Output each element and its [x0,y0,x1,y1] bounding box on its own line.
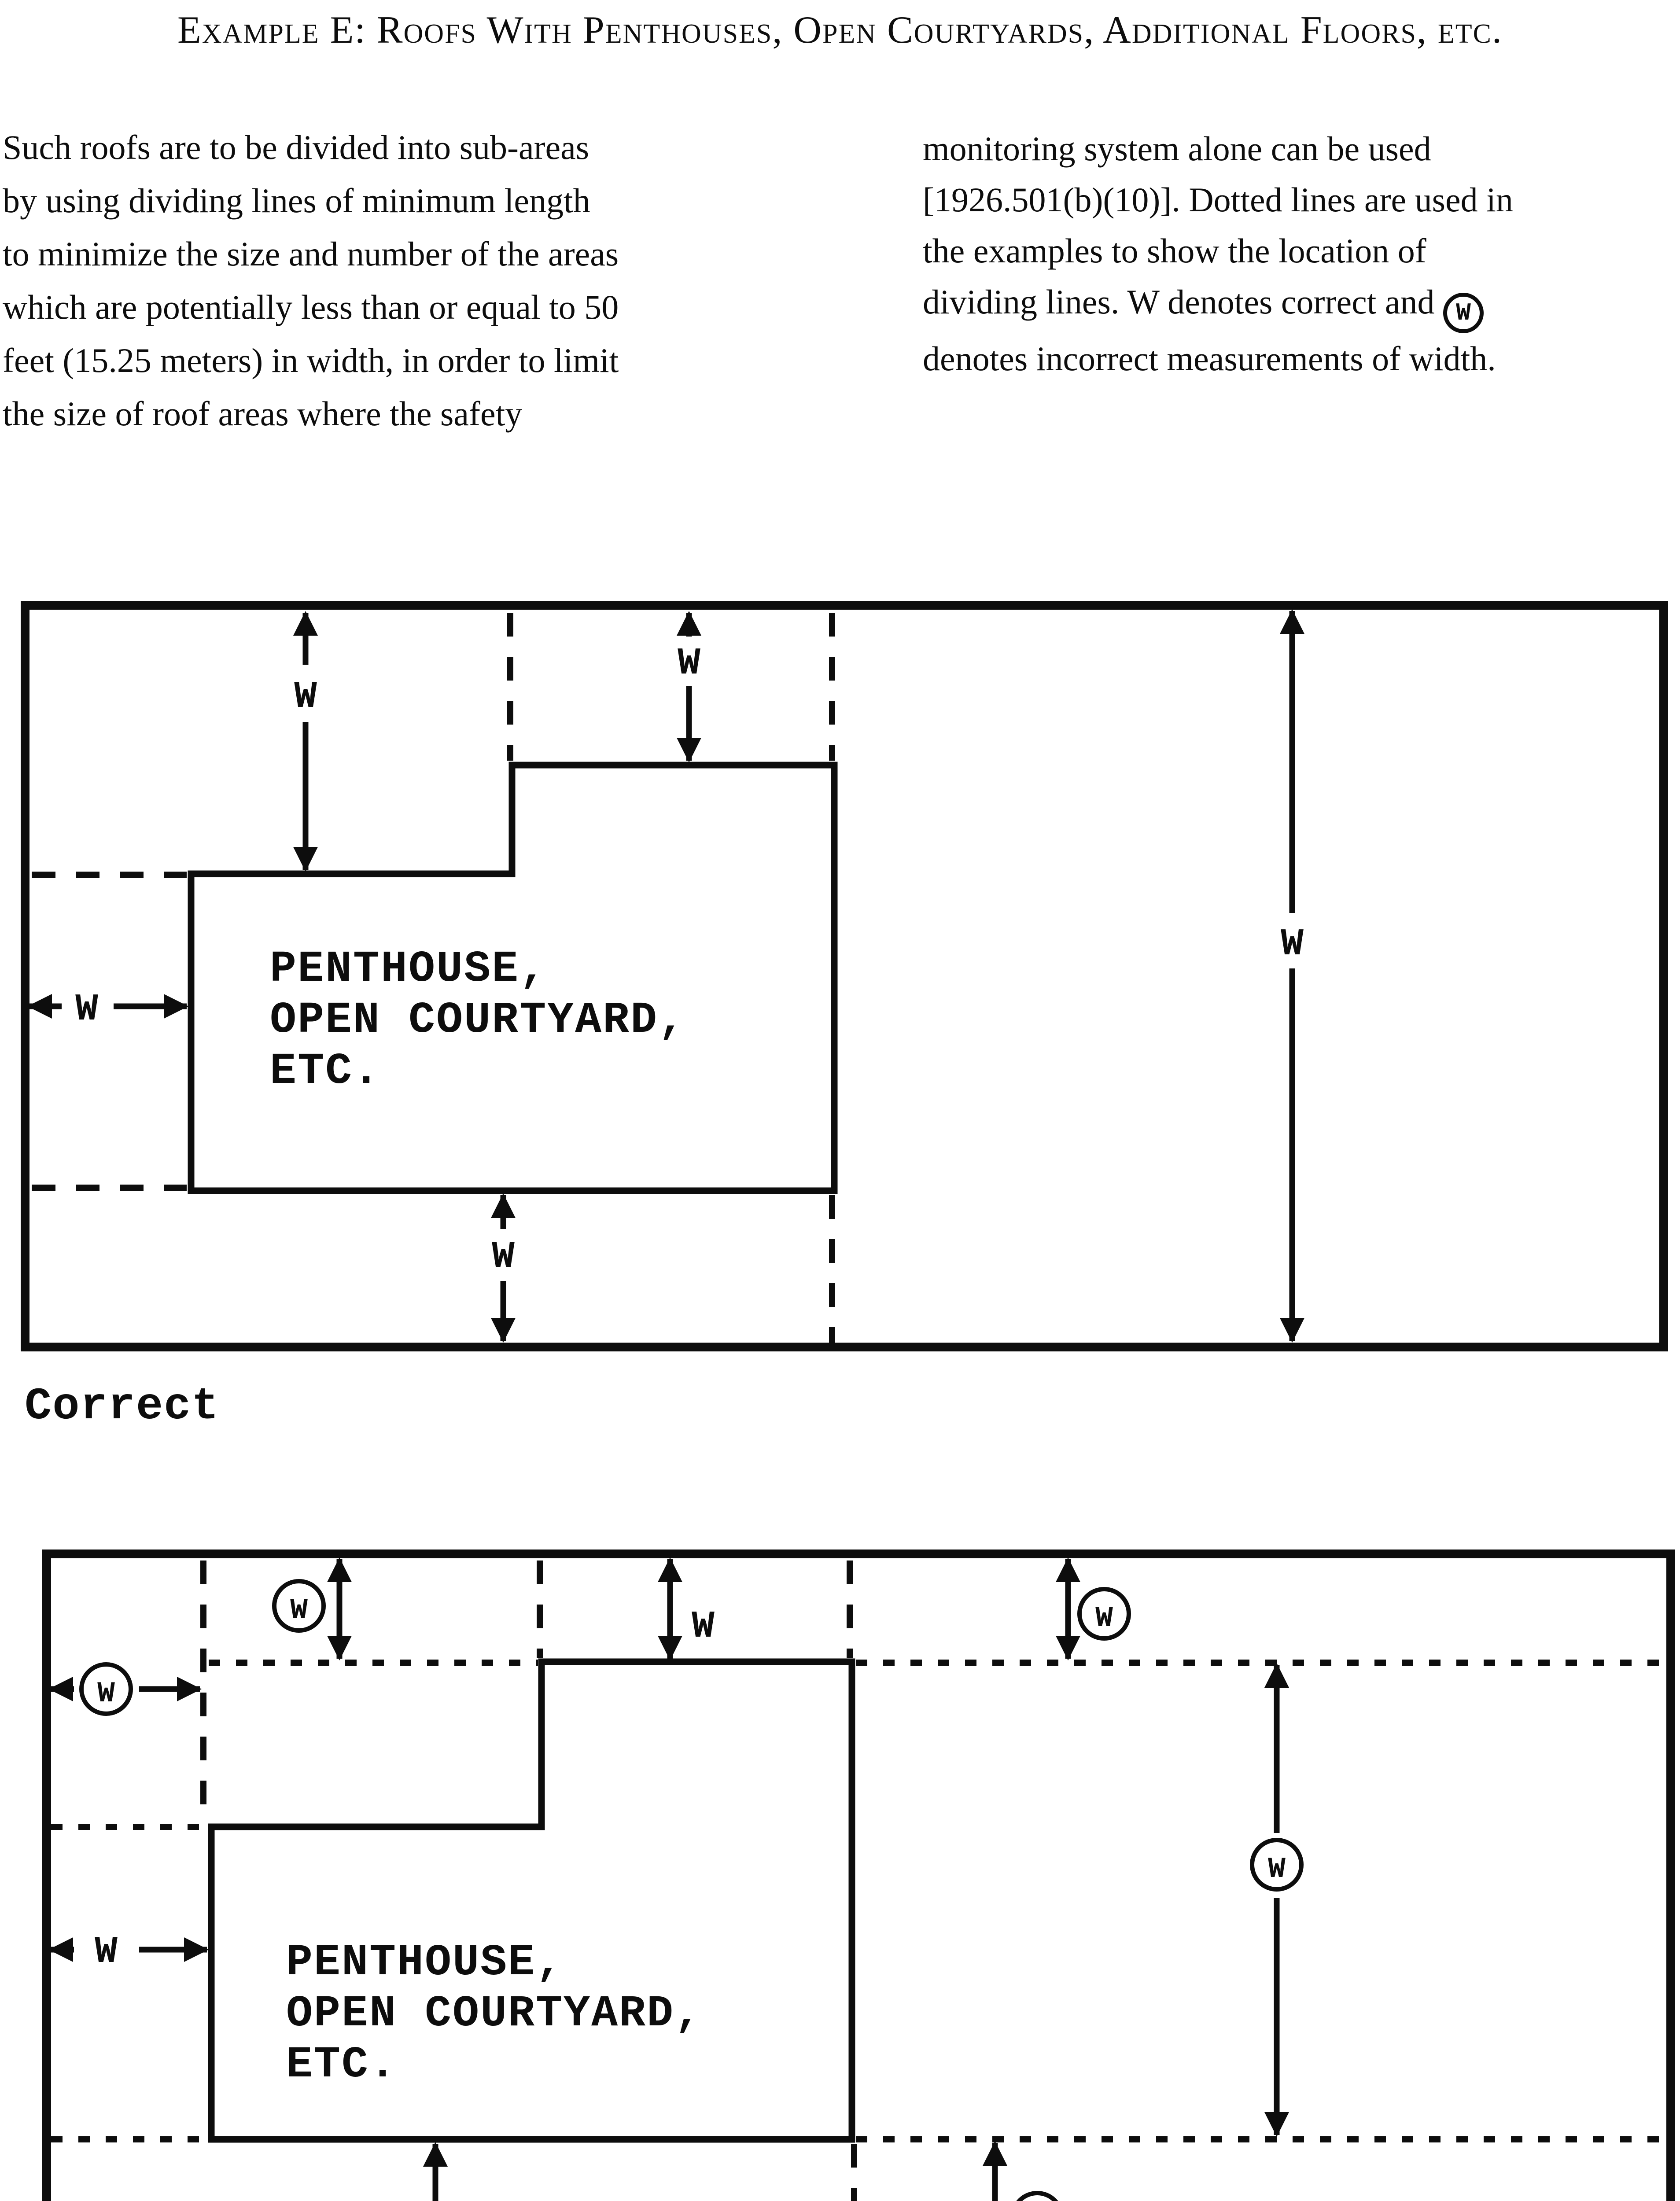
intro-right-text-after: denotes incorrect measurements of width. [923,339,1496,378]
correct-roof-diagram: W W W W W PENTHOUSE, OPEN COURTYARD, ETC… [0,594,1680,1431]
correct-caption: Correct [25,1381,219,1431]
circled-w-icon: W [1443,293,1484,333]
width-label: W [294,675,317,718]
penthouse-label-line3: ETC. [270,1047,381,1097]
circled-w-icon [79,1662,133,1716]
penthouse-label-line2: OPEN COURTYARD, [286,1989,702,2039]
intro-left-column: Such roofs are to be divided into sub-ar… [3,128,619,433]
penthouse-label-line3: ETC. [286,2040,397,2090]
intro-right-text-before: monitoring system alone can be used [192… [923,129,1513,321]
width-label: W [75,988,98,1031]
circled-w-icon [272,1579,326,1633]
page-title: Example E: Roofs With Penthouses, Open C… [177,9,1503,52]
circled-width-label: W [1268,1853,1286,1886]
width-label: W [460,2197,483,2201]
circled-w-icon [1016,2191,1058,2201]
circled-w-icon [1250,1838,1304,1892]
incorrect-roof-diagram: W W W W W W W W PENTHOUSE, OPEN COURTYAR… [0,1519,1680,2201]
roof-outline [42,1550,1675,2201]
intro-right-column: monitoring system alone can be used [192… [923,123,1680,384]
width-label: W [492,1235,515,1278]
width-label: W [692,1605,715,1648]
width-label: W [95,1930,118,1973]
penthouse-outline [208,1658,855,2143]
penthouse-label-line2: OPEN COURTYARD, [270,996,686,1045]
penthouse-outline [188,762,838,1194]
penthouse-label-line1: PENTHOUSE, [286,1938,564,1988]
roof-outline [21,601,1668,1351]
circled-width-label: W [290,1594,308,1627]
width-label: W [678,642,700,685]
circled-width-label: W [1095,1602,1113,1635]
width-label: W [1281,923,1304,966]
circled-w-icon [1077,1587,1131,1641]
circled-width-label: W [97,1677,115,1710]
penthouse-label-line1: PENTHOUSE, [270,945,547,994]
